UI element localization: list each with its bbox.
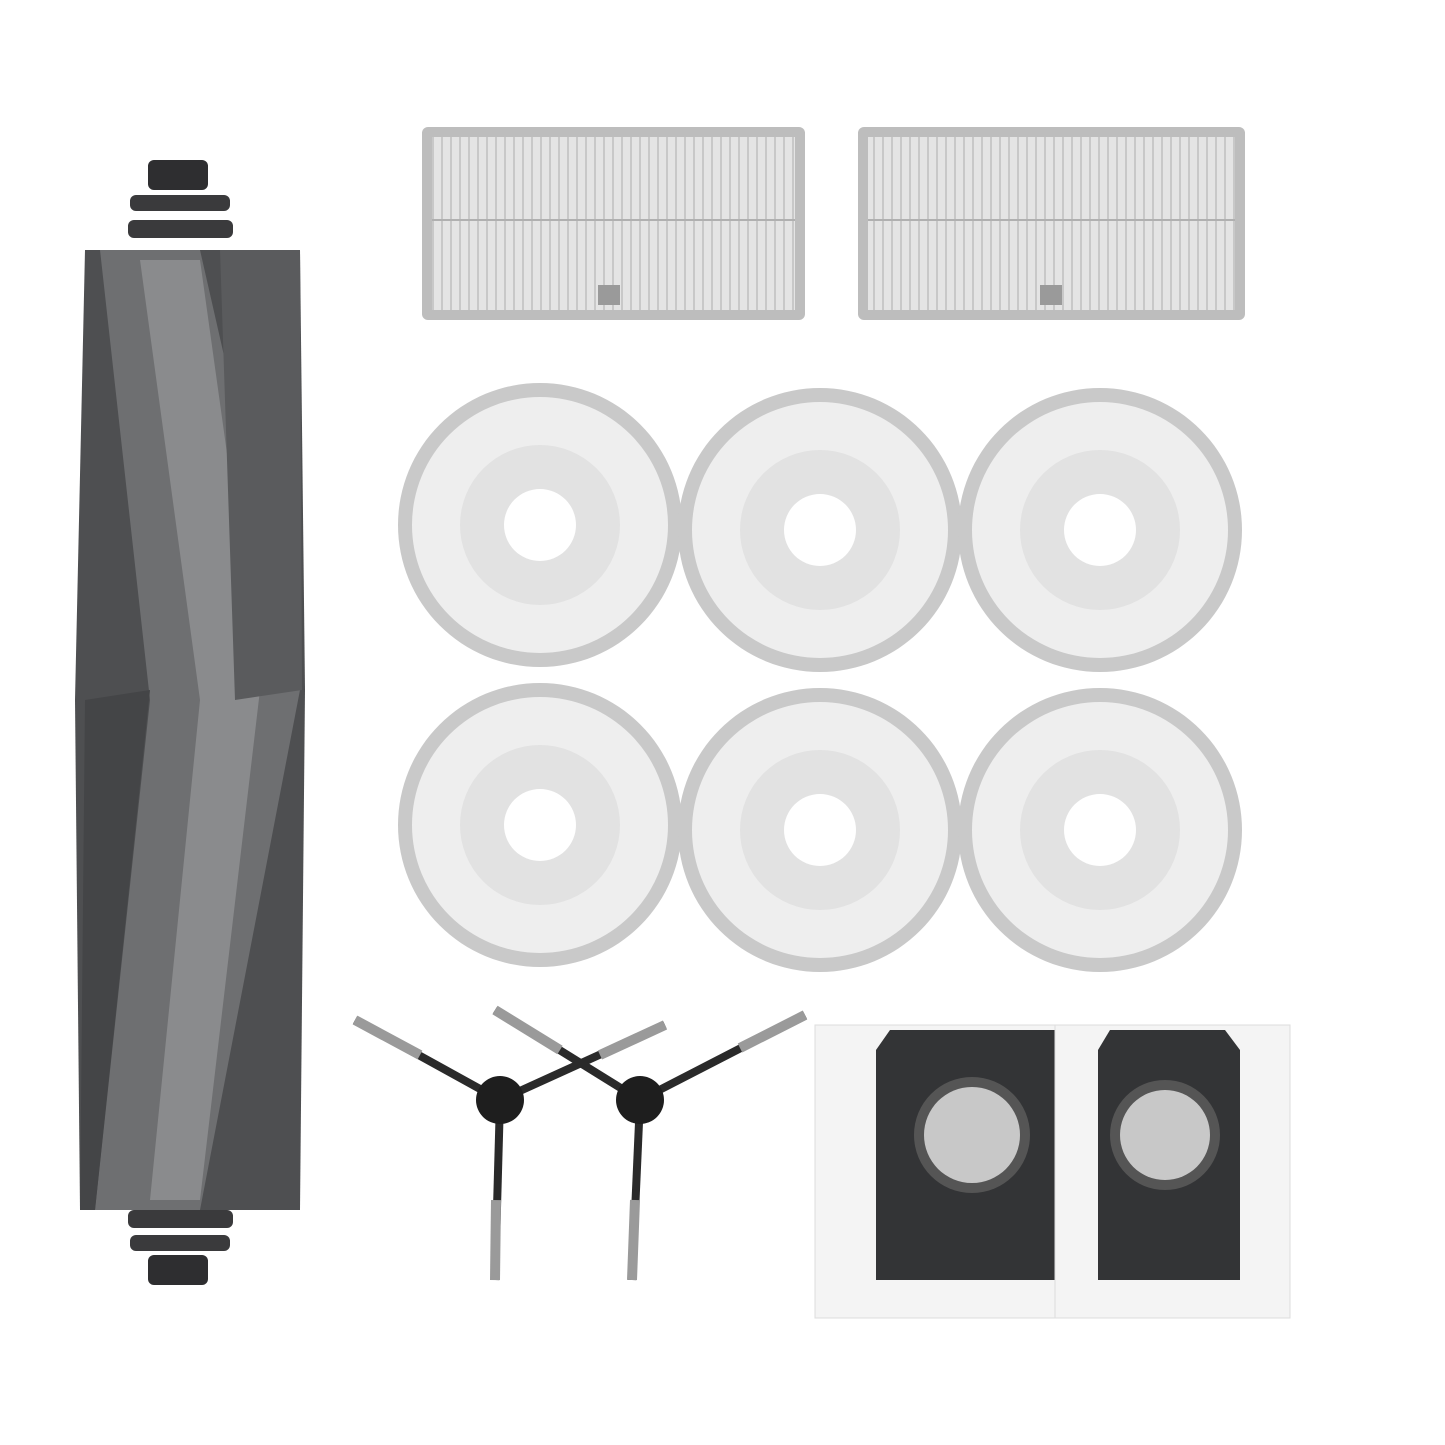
mop-pad — [958, 388, 1242, 672]
main-roller-brush — [75, 160, 305, 1285]
mop-pads — [398, 383, 1242, 972]
side-brush — [492, 1005, 808, 1281]
side-brush — [352, 1015, 668, 1281]
dust-bag — [1054, 1024, 1291, 1319]
mop-pad — [958, 688, 1242, 972]
mop-pad — [398, 383, 682, 667]
hepa-filter — [422, 127, 805, 320]
hepa-filter — [858, 127, 1245, 320]
dust-bag — [814, 1024, 1070, 1319]
mop-pad — [678, 388, 962, 672]
mop-pad — [678, 688, 962, 972]
mop-pad — [398, 683, 682, 967]
